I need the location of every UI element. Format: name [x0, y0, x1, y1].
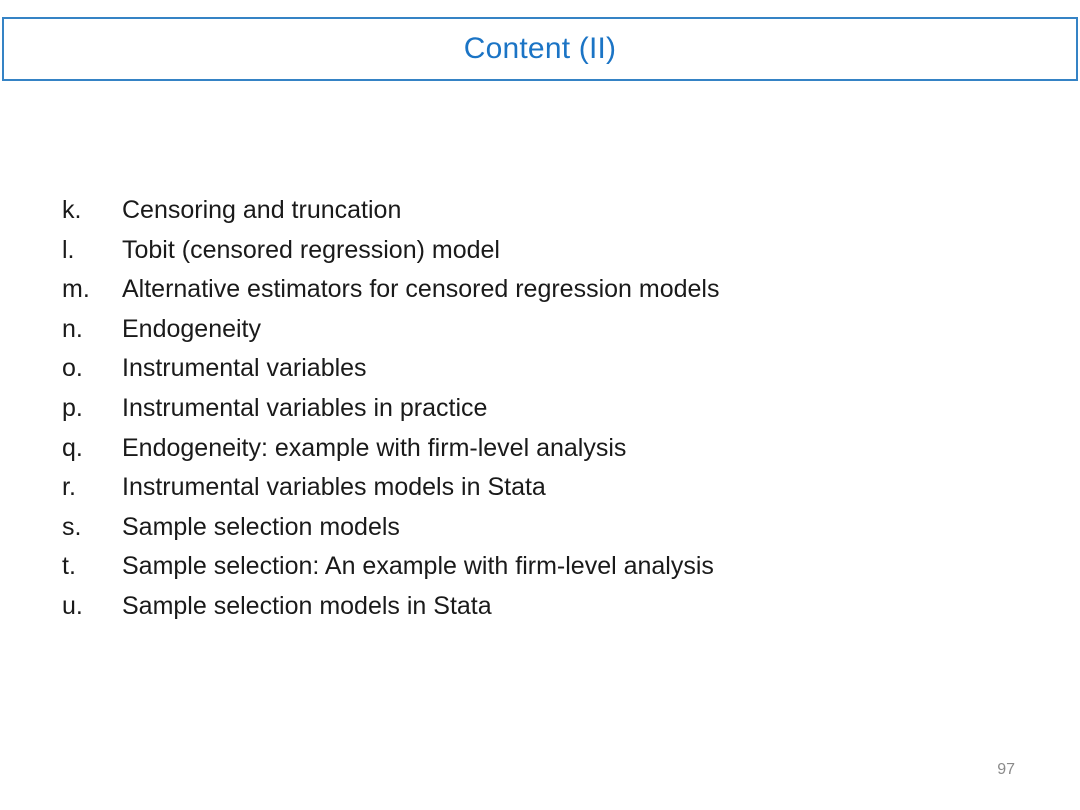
list-item: u. Sample selection models in Stata — [62, 587, 1022, 627]
slide-title-bar: Content (II) — [2, 17, 1078, 81]
list-item-text: Sample selection models — [122, 512, 400, 541]
list-item: m. Alternative estimators for censored re… — [62, 270, 1022, 310]
list-item-text: Sample selection models in Stata — [122, 591, 492, 620]
list-item: q. Endogeneity: example with firm-level a… — [62, 429, 1022, 469]
list-item: o. Instrumental variables — [62, 349, 1022, 389]
list-item: p. Instrumental variables in practice — [62, 389, 1022, 429]
list-item-text: Censoring and truncation — [122, 196, 402, 224]
list-item: n. Endogeneity — [62, 310, 1022, 350]
list-item-text: Instrumental variables — [122, 354, 367, 383]
list-item-marker: r. — [62, 473, 76, 502]
list-item-marker: t. — [62, 552, 76, 581]
list-item-marker: m. — [62, 275, 90, 304]
list-item: r. Instrumental variables models in Stata — [62, 468, 1022, 508]
list-item-text: Tobit (censored regression) model — [122, 235, 500, 264]
list-item: s. Sample selection models — [62, 508, 1022, 548]
list-item-marker: n. — [62, 314, 83, 343]
list-item-marker: u. — [62, 591, 83, 620]
content-list: k. Censoring and truncation l. Tobit (censo… — [62, 191, 1022, 627]
list-item: l. Tobit (censored regression) model — [62, 231, 1022, 271]
list-item-text: Alternative estimators for censored regr… — [122, 275, 720, 304]
list-item-text: Instrumental variables in practice — [122, 393, 488, 422]
list-item-marker: l. — [62, 235, 75, 264]
slide-title: Content (II) — [463, 32, 617, 65]
list-item-text: Endogeneity: example with firm-level ana… — [122, 433, 627, 462]
list-item-marker: s. — [62, 512, 82, 541]
list-item-marker: o. — [62, 354, 83, 383]
list-item-marker: k. — [62, 196, 82, 224]
list-item-text: Endogeneity — [122, 314, 262, 343]
list-item: k. Censoring and truncation — [62, 191, 1022, 231]
list-item-marker: p. — [62, 393, 83, 422]
list-item-marker: q. — [62, 433, 83, 462]
list-item-text: Sample selection: An example with firm-l… — [122, 552, 714, 581]
list-item: t. Sample selection: An example with firm… — [62, 547, 1022, 587]
list-item-text: Instrumental variables models in Stata — [122, 473, 546, 502]
page-number: 97 — [997, 761, 1015, 778]
